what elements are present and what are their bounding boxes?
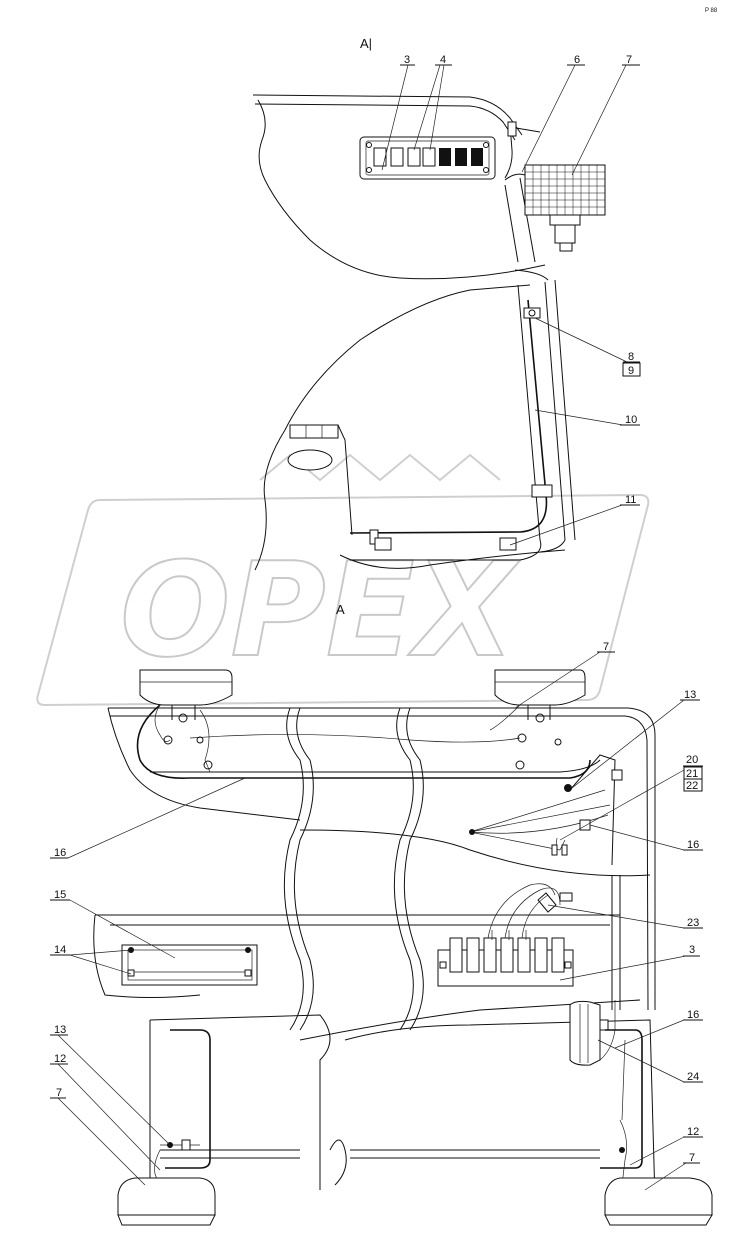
watermark-text: OPEX: [120, 534, 521, 686]
callout-8: 8: [628, 351, 634, 363]
lamp-right-bottom: [604, 1177, 713, 1226]
switch-panel-view-a: [437, 883, 574, 987]
callout-13-low: 13: [54, 1024, 66, 1036]
callout-3-top: 3: [404, 54, 410, 66]
lamp-left-top: [139, 669, 233, 723]
callout-4-top: 4: [440, 54, 446, 66]
view-label-a: A: [336, 602, 345, 617]
callout-16-left: 16: [54, 847, 66, 859]
bracket-upper: [523, 307, 541, 319]
callout-7-top: 7: [626, 54, 632, 66]
cover-panel-15: [121, 944, 258, 986]
callout-7-left: 7: [56, 1087, 62, 1099]
callouts-view-a1: 3 4 6 7 8 9 10 11: [381, 54, 641, 546]
watermark-logo: OPEX: [36, 453, 650, 707]
clamp-right: [499, 537, 517, 551]
callout-3-mid: 3: [689, 944, 695, 956]
callout-20: 20: [686, 754, 698, 766]
callout-7-mid: 7: [603, 641, 609, 653]
callout-7-right: 7: [689, 1152, 695, 1164]
callout-16-right: 16: [687, 839, 699, 851]
work-lamp-top: [504, 121, 606, 252]
callout-9: 9: [628, 365, 634, 377]
callout-12-left: 12: [54, 1053, 66, 1065]
callout-14: 14: [54, 944, 66, 956]
callout-16-low: 16: [687, 1009, 699, 1021]
callout-12-right: 12: [687, 1126, 699, 1138]
callout-15: 15: [54, 889, 66, 901]
callout-13-mid: 13: [684, 689, 696, 701]
switch-panel-top: [359, 136, 496, 180]
callout-22: 22: [686, 780, 698, 792]
bracket-lower: [531, 484, 553, 498]
cab-roof-side-view: [252, 94, 576, 571]
callout-6-top: 6: [574, 54, 580, 66]
callout-23: 23: [687, 917, 699, 929]
callout-11: 11: [625, 494, 636, 506]
callout-10: 10: [625, 414, 637, 426]
view-label-a1: A|: [360, 36, 372, 51]
callout-21: 21: [686, 768, 698, 780]
wiring-harness-right: [469, 754, 623, 866]
wiring-harness-bottom: [154, 1029, 643, 1193]
corner-mark: P 88: [705, 8, 718, 14]
cab-roof-rear-view: [93, 707, 656, 1201]
lamp-right-top: [494, 669, 586, 723]
clamp-left: [374, 537, 392, 551]
controller-unit-24: [569, 1000, 616, 1066]
lamp-left-bottom: [117, 1177, 216, 1226]
callout-24: 24: [687, 1071, 699, 1083]
wiring-harness-top: [136, 704, 591, 779]
callouts-view-a: 7 13 20 21 22 16 16 15 14 23 3 16: [50, 641, 703, 1191]
